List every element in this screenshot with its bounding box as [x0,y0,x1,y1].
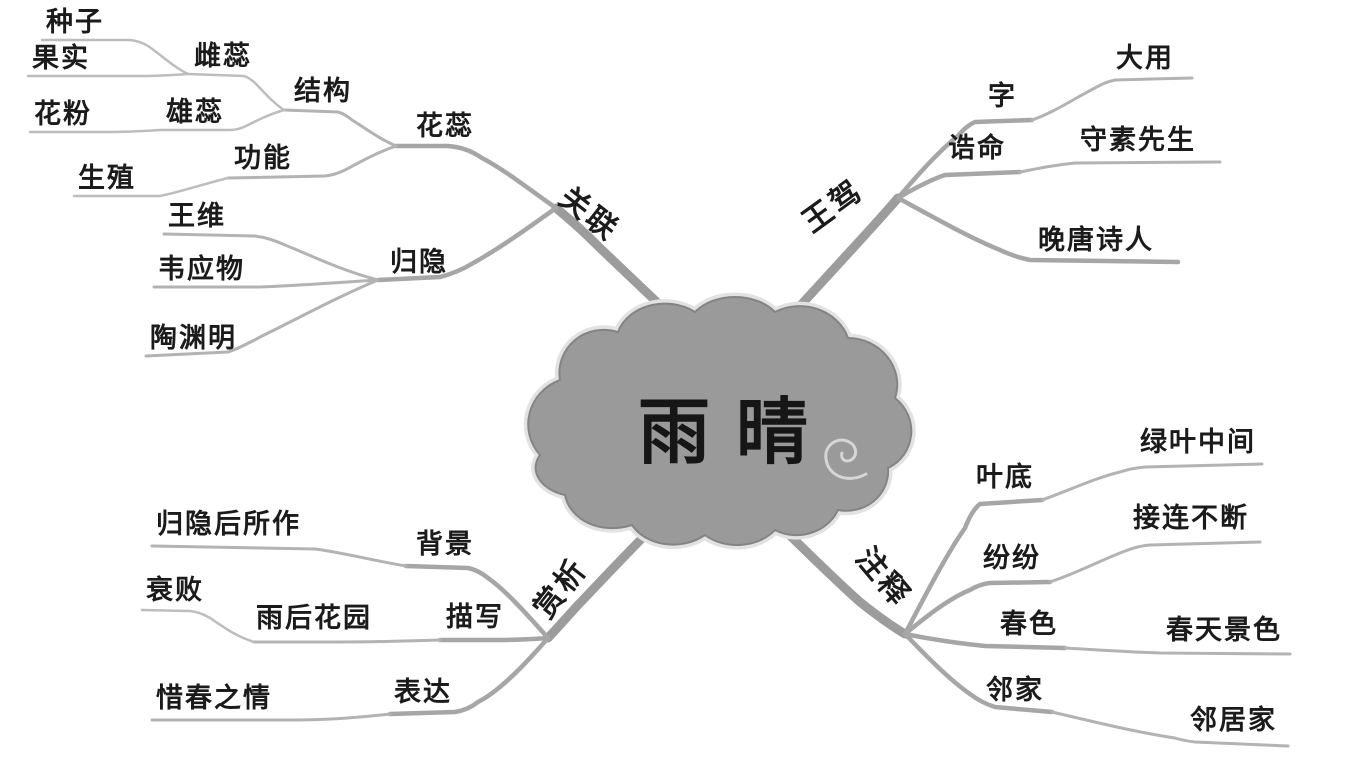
node-poet-weiyingwu: 韦应物 [158,254,245,285]
node-seed: 种子 [46,7,104,38]
node-hao-value: 守素先生 [1080,125,1196,156]
node-function: 功能 [234,143,292,174]
node-courtesy-value: 大用 [1116,43,1174,74]
node-poet-taoyuanming: 陶渊明 [150,323,237,354]
node-term-linjia: 邻家 [986,675,1044,706]
node-meaning-linjia: 邻居家 [1190,705,1277,736]
node-term-yedi: 叶底 [976,462,1034,493]
node-expression-label: 表达 [394,677,452,708]
node-background-value: 归隐后所作 [156,509,301,540]
node-description-label: 描写 [446,602,504,633]
node-meaning-yedi: 绿叶中间 [1140,427,1256,458]
node-meaning-chunse: 春天景色 [1166,615,1282,646]
node-fruit: 果实 [32,43,90,74]
node-stamen: 雄蕊 [166,97,224,128]
node-background-label: 背景 [416,529,474,560]
center-topic: 雨晴 [638,389,835,474]
node-pistil: 雌蕊 [194,41,252,72]
node-hao-label: 诰命 [948,133,1006,164]
node-courtesy-label: 字 [988,81,1017,112]
node-term-chunse: 春色 [1000,609,1058,640]
node-meaning-fenfen: 接连不断 [1133,503,1249,534]
center-cloud [523,292,916,550]
node-expression-value: 惜春之情 [156,683,272,714]
node-era: 晚唐诗人 [1038,225,1154,256]
node-seclusion: 归隐 [390,247,448,278]
cloud-swirl-decoration [824,438,868,480]
node-description-scene: 雨后花园 [256,603,372,634]
node-structure: 结构 [294,76,352,107]
node-pistil-topic: 花蕊 [416,111,474,142]
node-poet-wangwei: 王维 [168,201,226,232]
node-reproduction: 生殖 [78,163,136,194]
node-description-state: 衰败 [146,575,204,606]
node-pollen: 花粉 [34,99,92,130]
node-term-fenfen: 纷纷 [983,543,1041,574]
